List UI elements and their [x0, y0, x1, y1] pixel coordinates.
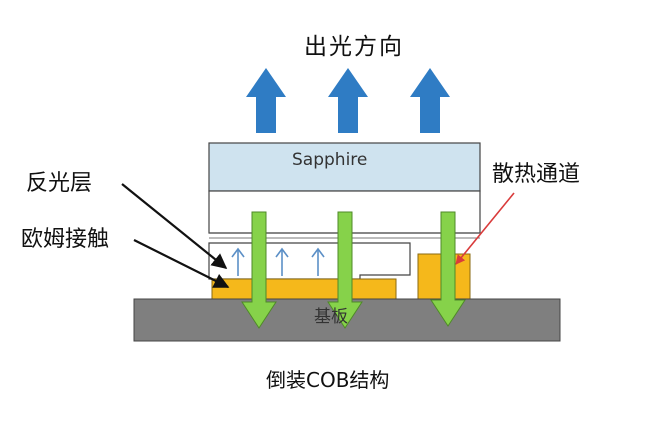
heat-pointer [455, 192, 515, 265]
ohmic-contact-pad-left [211, 278, 397, 301]
light-arrow-left [246, 68, 286, 133]
sapphire-layer [208, 142, 481, 192]
light-arrow-center [328, 68, 368, 133]
ohmic-contact-label: 欧姆接触 [21, 227, 110, 252]
diagram-caption: 倒装COB结构 [266, 368, 390, 392]
chip-lower [208, 242, 411, 280]
heat-channel-label: 散热通道 [492, 162, 581, 187]
sapphire-label: Sapphire [292, 150, 368, 170]
heat-arrow-right [430, 211, 466, 327]
light-direction-label: 出光方向 [304, 34, 404, 60]
reflected-arrows [231, 247, 325, 276]
heat-arrow-center [327, 211, 363, 329]
contact-pointer [133, 239, 230, 288]
reflective-layer-label: 反光层 [26, 171, 93, 196]
substrate-label: 基板 [314, 307, 348, 327]
heat-arrow-left [241, 211, 277, 329]
light-arrow-right [410, 68, 450, 133]
reflective-pointer [121, 183, 228, 269]
